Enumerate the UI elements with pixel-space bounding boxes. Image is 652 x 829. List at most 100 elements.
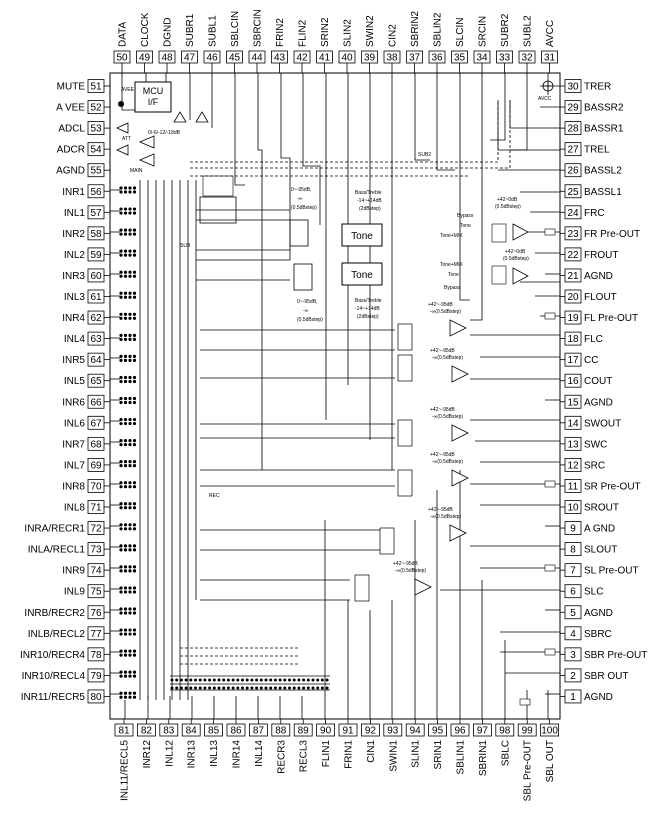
left-pin-label: ADCR (57, 145, 85, 156)
right-pin-number: 19 (567, 313, 579, 324)
left-pin-label: INLA/RECL1 (28, 545, 86, 556)
right-pin-number: 2 (570, 671, 576, 682)
right-pin-number: 23 (567, 229, 579, 240)
bottom-pin-number: 96 (454, 726, 466, 737)
right-pin-number: 30 (567, 82, 579, 93)
bottom-pin-label: SBLC (500, 740, 511, 766)
left-pin-number: 61 (90, 292, 102, 303)
tone-upper-mode-label: Tone (460, 223, 471, 229)
right-pin-27: 27 TREL (560, 142, 610, 157)
right-pin-label: BASSR1 (584, 124, 624, 135)
top-pin-label: SUBR1 (185, 13, 196, 47)
right-pin-label: AGND (584, 608, 613, 619)
top-pin-number: 46 (206, 53, 218, 64)
top-pin-label: SBRCIN (253, 9, 264, 47)
right-pin-label: BASSR2 (584, 103, 624, 114)
right-pin-label: TRER (584, 82, 611, 93)
right-pin-number: 10 (567, 503, 579, 514)
right-pin-number: 4 (570, 629, 576, 640)
bottom-pin-label: INR13 (187, 740, 198, 769)
right-pin-label: TREL (584, 145, 610, 156)
bottom-pin-label: INR14 (232, 740, 243, 769)
top-pin-number: 31 (544, 53, 556, 64)
fr-volume-range: 0~-95dB, (291, 187, 311, 193)
bass-treble-upper-title: Bass/Treble (355, 190, 382, 196)
left-pin-label: INL4 (64, 334, 86, 345)
svg-text:Tone: Tone (351, 270, 373, 281)
fl-input-switch (293, 263, 313, 291)
top-pin-label: SUBL2 (523, 15, 534, 47)
bass-treble-lower-range: -14~+14dB (355, 306, 380, 312)
top-pin-label: AVCC (545, 20, 556, 47)
right-pin-number: 21 (567, 271, 579, 282)
bottom-pin-label: INL14 (254, 740, 265, 767)
left-pin-number: 63 (90, 334, 102, 345)
top-pin-46: 46 SUBL1 (203, 15, 221, 73)
left-pin-label: INRB/RECR2 (24, 608, 85, 619)
left-pin-number: 64 (90, 355, 102, 366)
right-pin-number: 27 (567, 145, 579, 156)
left-pin-label: INR10/RECR4 (20, 650, 85, 661)
left-pin-number: 67 (90, 418, 102, 429)
bottom-pin-number: 99 (522, 726, 534, 737)
svg-text:Tone: Tone (351, 231, 373, 242)
right-pin-number: 28 (567, 124, 579, 135)
bottom-pin-label: SBL Pre-OUT (523, 740, 534, 801)
left-pin-label: INL9 (64, 587, 86, 598)
right-pin-label: AGND (584, 692, 613, 703)
left-pin-54: 54 ADCR (57, 142, 110, 157)
top-pin-number: 38 (386, 53, 398, 64)
right-pin-number: 14 (567, 418, 579, 429)
top-pin-label: SLCIN (455, 18, 466, 47)
bottom-pin-label: INL11/RECL5 (120, 740, 131, 801)
sub-label: SUB (180, 243, 191, 249)
right-pin-number: 22 (567, 250, 579, 261)
right-pin-number: 29 (567, 103, 579, 114)
fl-output-gain-range: +42~0dB (505, 249, 526, 255)
top-pin-label: FLIN2 (298, 19, 309, 47)
sub2-label: SUB2 (418, 152, 431, 158)
bypass-upper-label: Bypass (457, 213, 474, 219)
bottom-pin-row: 81INL11/RECL582INR1283INL1284INR1385INL1… (114, 719, 559, 801)
bottom-pin-number: 98 (499, 726, 511, 737)
top-pin-number: 34 (476, 53, 488, 64)
right-pin-label: SL Pre-OUT (584, 566, 639, 577)
bottom-pin-label: RECL3 (299, 740, 310, 773)
tone-block-lower: Tone (341, 262, 383, 286)
channel-gain-step: -∞(0.5dBstep) (432, 459, 463, 465)
top-pin-number: 39 (364, 53, 376, 64)
left-pin-number: 54 (90, 145, 102, 156)
mcu-interface-block: MCU I/F (134, 81, 172, 113)
right-pin-label: AGND (584, 271, 613, 282)
top-pin-label: SUBL1 (208, 15, 219, 47)
right-pin-number: 18 (567, 334, 579, 345)
channel-gain-step: -∞(0.5dBstep) (430, 514, 461, 520)
bottom-pin-number: 82 (141, 726, 153, 737)
tone-mix-upper-label: Tone+MIX (440, 233, 463, 239)
top-pin-label: SRIN2 (320, 17, 331, 47)
ic-package-outline (109, 72, 561, 720)
left-pin-number: 69 (90, 460, 102, 471)
